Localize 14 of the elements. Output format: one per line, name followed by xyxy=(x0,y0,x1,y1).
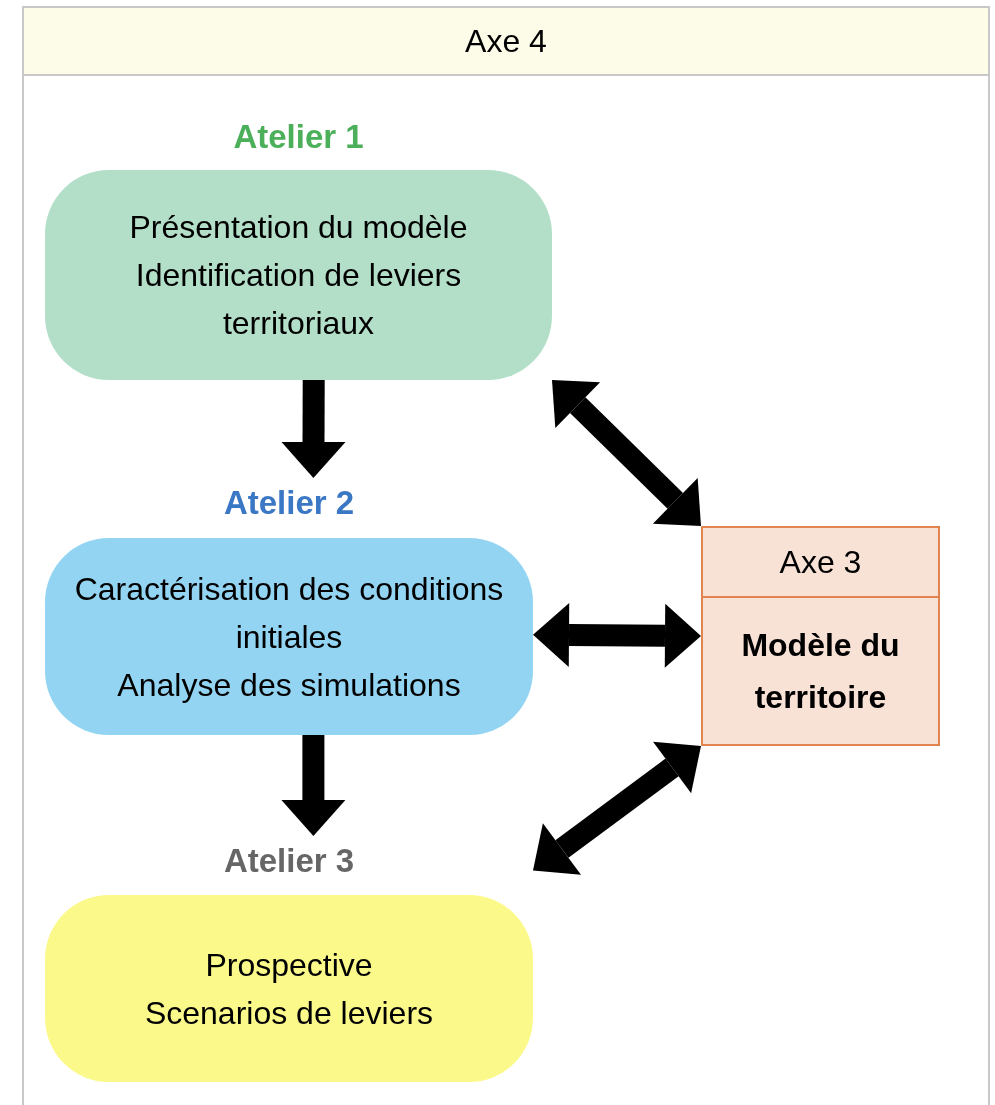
workshop-heading: Atelier 2 xyxy=(222,483,356,523)
workshop-heading: Atelier 3 xyxy=(222,841,356,881)
box-header: Axe 3 xyxy=(779,543,862,581)
frame-panel xyxy=(22,6,990,1105)
header-title: Axe 4 xyxy=(465,22,547,60)
box-text: Modèle du territoire xyxy=(740,626,901,717)
box-text: Prospective xyxy=(205,945,373,985)
box-text: Caractérisation des conditions initiales xyxy=(73,569,505,657)
workshop-heading: Atelier 1 xyxy=(232,117,365,157)
model-box xyxy=(701,526,940,746)
box-text: Présentation du modèle xyxy=(129,208,468,247)
box-text: Identification de leviers territoriaux xyxy=(134,256,463,343)
box-text: Analyse des simulations xyxy=(117,665,461,705)
box-text: Scenarios de leviers xyxy=(144,993,434,1033)
